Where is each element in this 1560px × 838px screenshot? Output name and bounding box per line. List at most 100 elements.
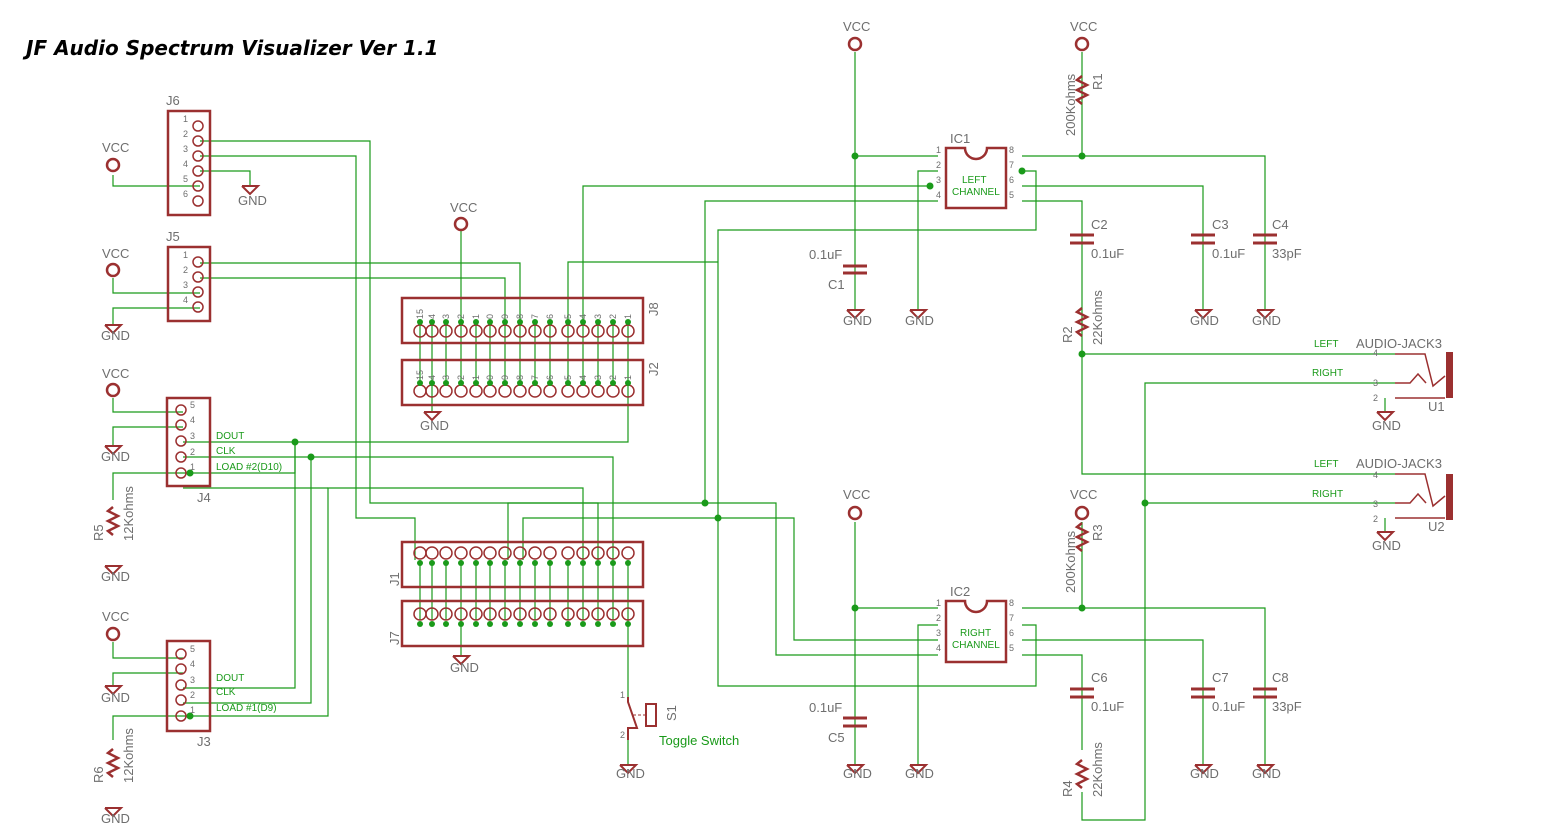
ic2: IC2 RIGHT CHANNEL 1 2 3 4 8 7 6 5 bbox=[936, 584, 1014, 664]
svg-text:Toggle Switch: Toggle Switch bbox=[659, 733, 739, 748]
header-pin-number: 3 bbox=[593, 314, 603, 319]
svg-text:4: 4 bbox=[1373, 470, 1378, 480]
header-junction bbox=[443, 319, 449, 325]
svg-text:VCC: VCC bbox=[102, 609, 129, 624]
net-labels: DOUT CLK LOAD #2(D10) DOUT CLK LOAD #1(D… bbox=[216, 431, 282, 714]
header-junction bbox=[547, 319, 553, 325]
svg-text:0.1uF: 0.1uF bbox=[809, 700, 842, 715]
svg-text:VCC: VCC bbox=[843, 19, 870, 34]
connector-j5: J5 1 2 3 4 bbox=[166, 229, 212, 323]
header-pin bbox=[469, 607, 483, 621]
svg-text:4: 4 bbox=[1373, 348, 1378, 358]
header-pin bbox=[483, 546, 497, 560]
svg-text:LOAD #2(D10): LOAD #2(D10) bbox=[216, 462, 282, 473]
svg-text:5: 5 bbox=[1009, 190, 1014, 200]
svg-text:R4: R4 bbox=[1060, 780, 1075, 797]
svg-text:R3: R3 bbox=[1090, 524, 1105, 541]
header-pin bbox=[528, 384, 542, 398]
header-junction bbox=[595, 621, 601, 627]
header-junction bbox=[487, 560, 493, 566]
header-junction bbox=[417, 560, 423, 566]
header-pin bbox=[621, 546, 635, 560]
header-pin bbox=[454, 607, 468, 621]
header-pin-number: 8 bbox=[515, 314, 525, 319]
svg-text:0.1uF: 0.1uF bbox=[1091, 699, 1124, 714]
toggle-switch-s1: 1 2 S1 Toggle Switch bbox=[620, 690, 739, 748]
svg-text:5: 5 bbox=[190, 400, 195, 410]
svg-text:3: 3 bbox=[183, 144, 188, 154]
resistors bbox=[105, 75, 1090, 789]
header-junction bbox=[595, 380, 601, 386]
svg-text:3: 3 bbox=[190, 431, 195, 441]
svg-text:GND: GND bbox=[238, 193, 267, 208]
svg-text:2: 2 bbox=[936, 613, 941, 623]
header-junction bbox=[443, 380, 449, 386]
header-junction bbox=[625, 560, 631, 566]
header-junction bbox=[565, 621, 571, 627]
svg-text:IC1: IC1 bbox=[950, 131, 970, 146]
svg-text:1: 1 bbox=[936, 145, 941, 155]
svg-text:2: 2 bbox=[936, 160, 941, 170]
svg-text:1: 1 bbox=[620, 690, 625, 700]
svg-text:0.1uF: 0.1uF bbox=[1091, 246, 1124, 261]
header-junction bbox=[517, 560, 523, 566]
svg-text:2: 2 bbox=[620, 730, 625, 740]
junctions bbox=[186, 152, 1149, 720]
header-pin-number: 15 bbox=[415, 309, 425, 319]
svg-text:C5: C5 bbox=[828, 730, 845, 745]
header-pin bbox=[576, 384, 590, 398]
svg-text:GND: GND bbox=[1252, 766, 1281, 781]
header-junction bbox=[547, 560, 553, 566]
header-pin bbox=[498, 384, 512, 398]
header-pin-number: 1 bbox=[471, 375, 481, 380]
gnd-labels: GND GND GND GND GND GND GND GND GND GND … bbox=[101, 193, 1401, 826]
header-pin bbox=[469, 546, 483, 560]
svg-text:VCC: VCC bbox=[1070, 19, 1097, 34]
connector-j3: 5 4 3 2 1 J3 bbox=[165, 639, 212, 749]
header-pin bbox=[425, 607, 439, 621]
header-pin-number: 1 bbox=[623, 314, 633, 319]
header-junction bbox=[502, 621, 508, 627]
header-junction bbox=[547, 621, 553, 627]
svg-text:GND: GND bbox=[101, 328, 130, 343]
header-junction bbox=[487, 621, 493, 627]
svg-text:GND: GND bbox=[1190, 313, 1219, 328]
header-pin bbox=[454, 384, 468, 398]
svg-text:5: 5 bbox=[1009, 643, 1014, 653]
svg-text:CLK: CLK bbox=[216, 446, 236, 457]
header-j2: J2 bbox=[400, 358, 661, 407]
svg-text:U1: U1 bbox=[1428, 399, 1445, 414]
audio-jack-u2: AUDIO-JACK3 U2 4 3 2 LEFT RIGHT bbox=[1312, 456, 1453, 534]
header-junction bbox=[502, 560, 508, 566]
svg-text:2: 2 bbox=[1373, 514, 1378, 524]
header-pin-number: 2 bbox=[608, 375, 618, 380]
svg-text:1: 1 bbox=[183, 250, 188, 260]
header-junction bbox=[580, 560, 586, 566]
header-j7: J7 bbox=[387, 599, 645, 648]
svg-text:J6: J6 bbox=[166, 93, 180, 108]
header-pin bbox=[413, 546, 427, 560]
svg-text:LEFT: LEFT bbox=[1314, 459, 1338, 470]
svg-text:4: 4 bbox=[190, 659, 195, 669]
svg-text:3: 3 bbox=[1373, 499, 1378, 509]
svg-text:2: 2 bbox=[190, 690, 195, 700]
header-junction bbox=[502, 319, 508, 325]
header-pin bbox=[498, 607, 512, 621]
svg-text:8: 8 bbox=[1009, 598, 1014, 608]
header-junction bbox=[565, 319, 571, 325]
header-pin bbox=[513, 384, 527, 398]
header-pin bbox=[454, 546, 468, 560]
header-pin bbox=[483, 384, 497, 398]
svg-text:GND: GND bbox=[1372, 538, 1401, 553]
header-pin bbox=[439, 546, 453, 560]
svg-text:GND: GND bbox=[905, 766, 934, 781]
header-junction bbox=[473, 560, 479, 566]
header-pin bbox=[621, 607, 635, 621]
svg-text:J2: J2 bbox=[646, 362, 661, 376]
header-pin bbox=[576, 607, 590, 621]
header-junction bbox=[429, 380, 435, 386]
svg-text:AUDIO-JACK3: AUDIO-JACK3 bbox=[1356, 336, 1442, 351]
header-junction bbox=[532, 319, 538, 325]
svg-text:2: 2 bbox=[183, 129, 188, 139]
